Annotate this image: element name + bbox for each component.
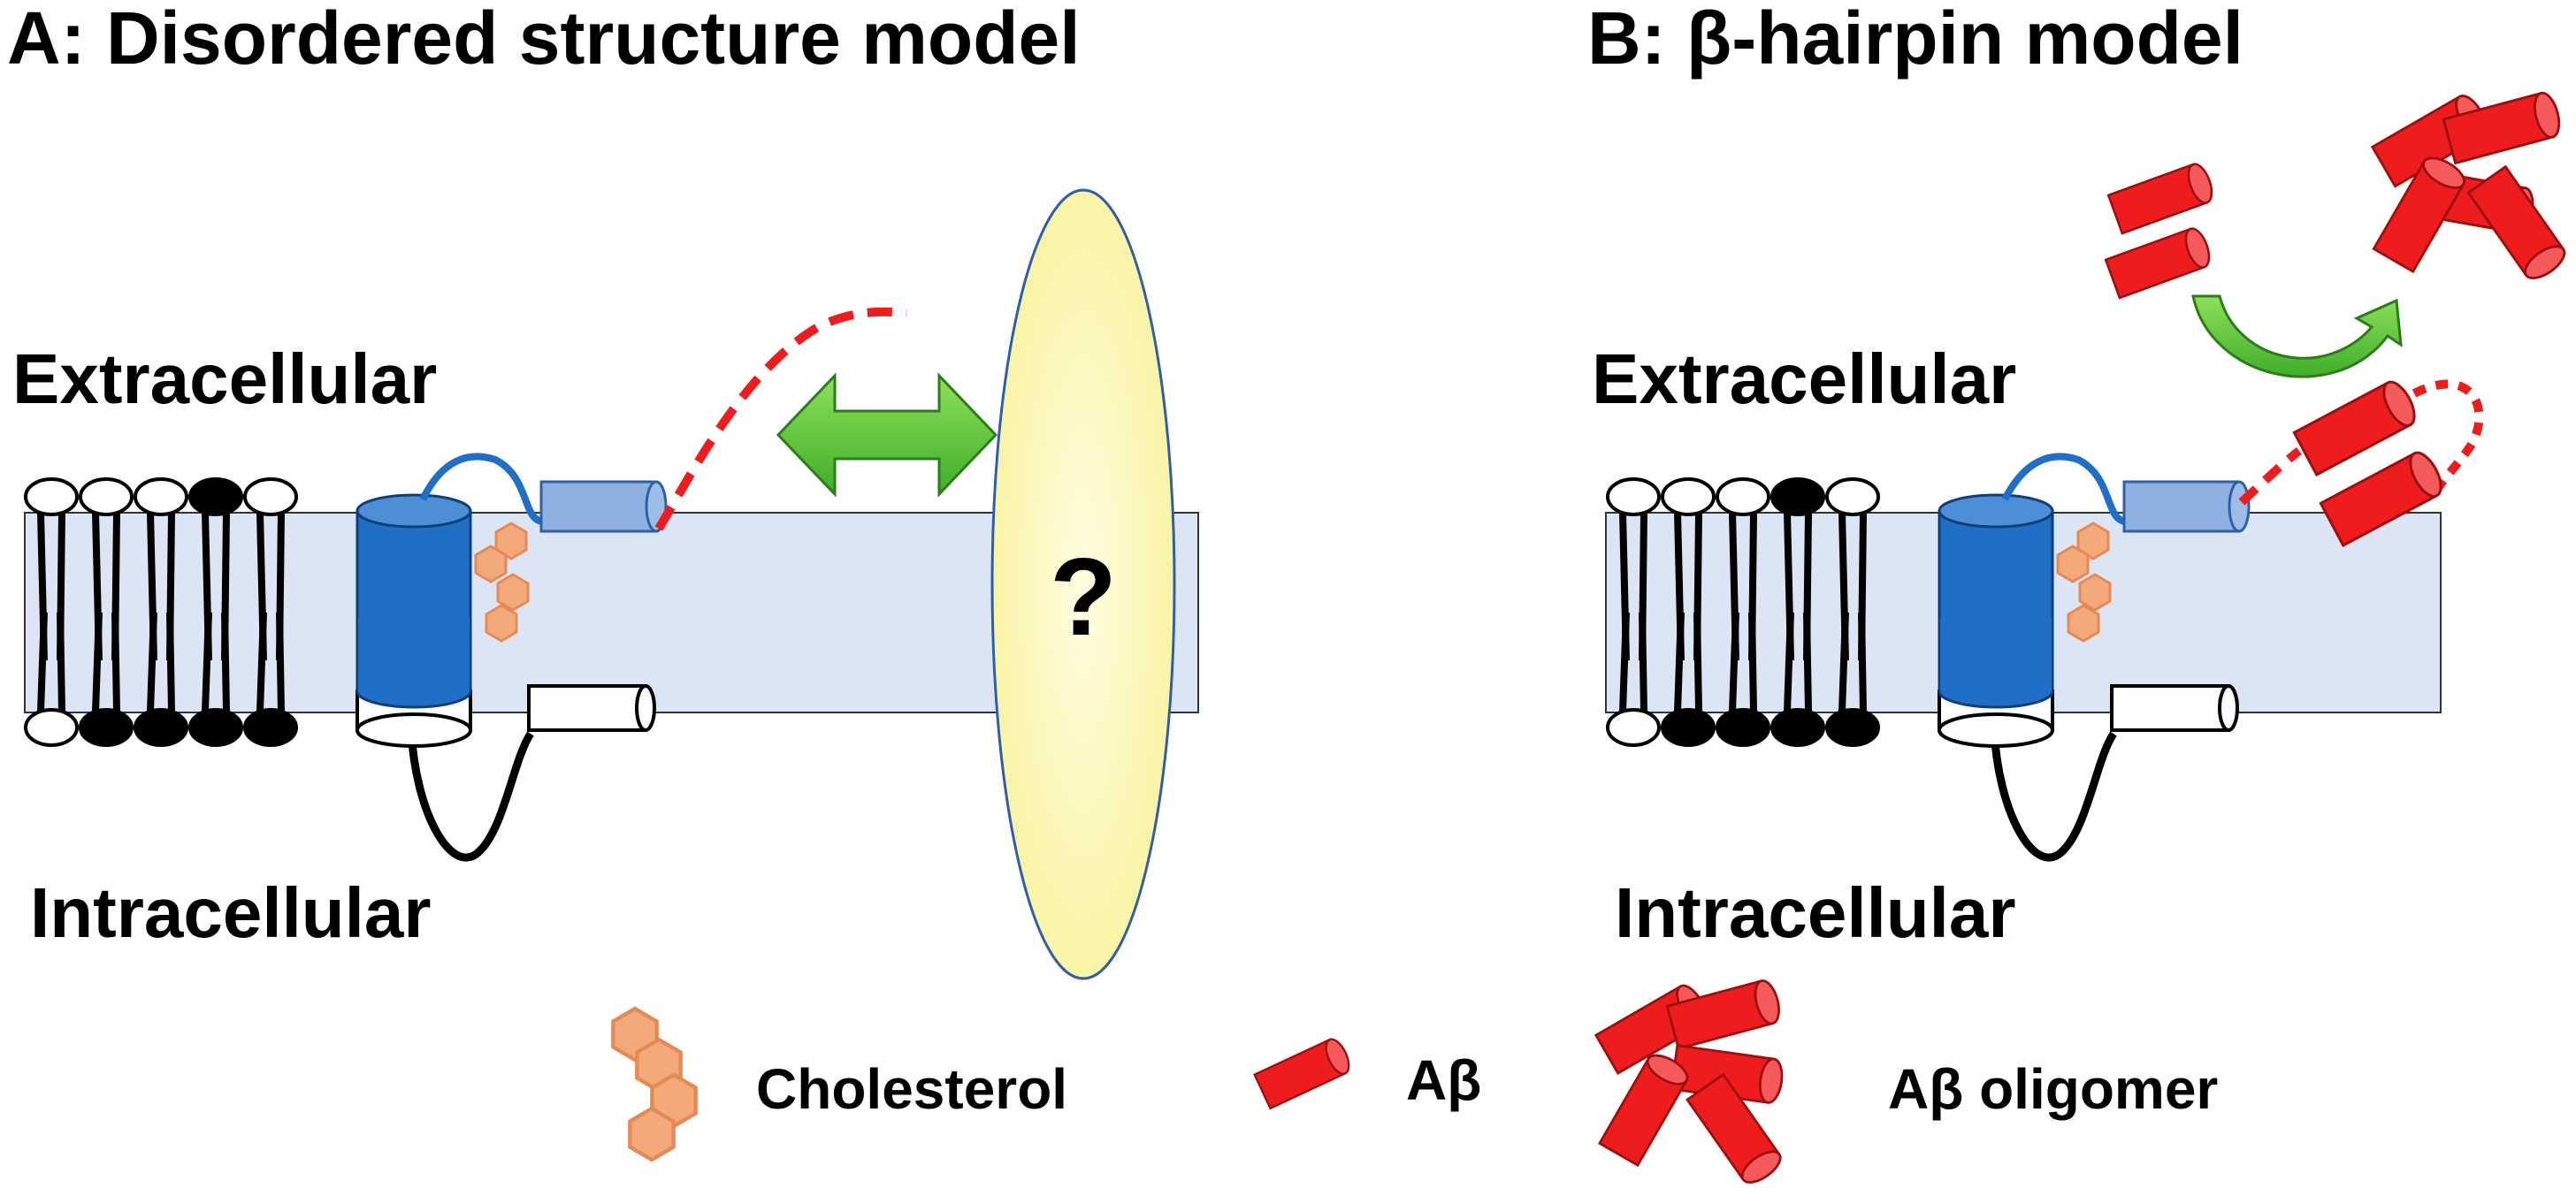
abeta-monomer-1 <box>2106 159 2218 235</box>
legend-oligomer-icon <box>1594 977 1787 1190</box>
intracellular-label-a: Intracellular <box>30 873 432 952</box>
intracellular-loop-a <box>407 729 534 862</box>
hairpin-linker <box>2238 447 2303 506</box>
juxtamembrane-helix-b <box>2122 480 2251 533</box>
legend-cholesterol-label: Cholesterol <box>756 1057 1067 1121</box>
lipid-bilayer-a <box>24 477 298 747</box>
intracellular-helix-a <box>527 684 656 732</box>
legend-abeta-label: Aβ <box>1406 1048 1481 1112</box>
intracellular-label-b: Intracellular <box>1615 873 2016 952</box>
legend-abeta-icon <box>1253 1034 1355 1110</box>
intracellular-loop-b <box>1990 729 2117 862</box>
panel-b: B: β-hairpin model <box>1587 0 2572 952</box>
transmembrane-helix-a <box>355 493 472 748</box>
disordered-tail-a <box>654 307 907 531</box>
extracellular-label-a: Extracellular <box>12 339 437 418</box>
question-mark: ? <box>1050 537 1117 659</box>
lipid-bilayer-b <box>1606 477 1880 747</box>
panel-a: A: Disordered structure model <box>7 0 1199 980</box>
legend-cholesterol-icon <box>613 1009 695 1160</box>
legend-oligomer-label: Aβ oligomer <box>1888 1057 2218 1121</box>
double-arrow <box>776 372 998 498</box>
extracellular-loop-b <box>2001 453 2128 525</box>
extracellular-label-b: Extracellular <box>1592 339 2016 418</box>
aggregation-arrow <box>2191 294 2403 378</box>
extracellular-loop-a <box>419 453 545 525</box>
abeta-oligomer-b <box>2371 88 2572 286</box>
panel-a-title: A: Disordered structure model <box>7 0 1081 80</box>
panel-b-title: B: β-hairpin model <box>1587 0 2243 80</box>
unknown-partner <box>990 188 1176 980</box>
juxtamembrane-helix-a <box>539 480 668 533</box>
transmembrane-helix-b <box>1938 493 2054 748</box>
legend: Cholesterol Aβ Aβ oligomer <box>613 977 2218 1190</box>
abeta-monomer-2 <box>2104 224 2215 300</box>
intracellular-helix-b <box>2110 684 2239 732</box>
